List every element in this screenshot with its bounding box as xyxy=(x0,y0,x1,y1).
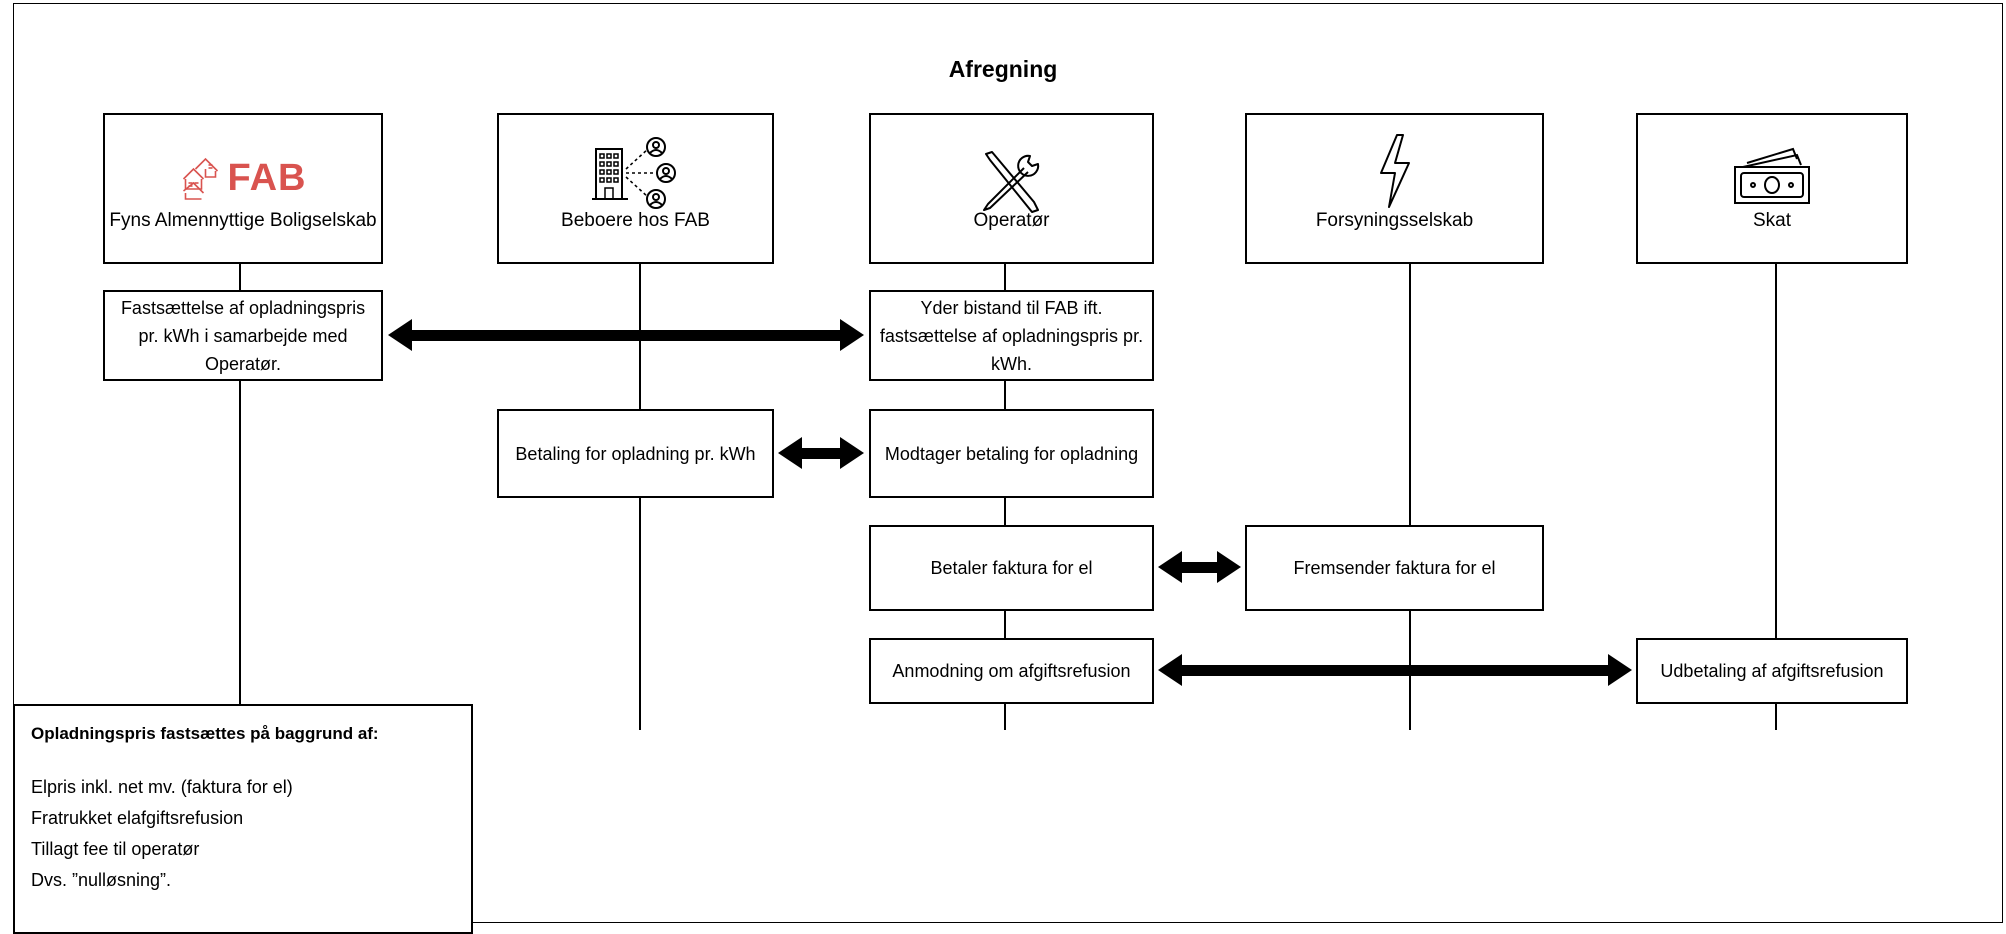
money-icon xyxy=(1731,147,1813,212)
pricing-note-heading: Opladningspris fastsættes på baggrund af… xyxy=(31,724,379,743)
actor-label-fab: Fyns Almennyttige Boligselskab xyxy=(109,210,377,231)
pricing-note-line: Tillagt fee til operatør xyxy=(31,839,200,859)
actor-skat: Skat xyxy=(1636,113,1908,264)
actor-operator: Operatør xyxy=(869,113,1154,264)
diagram-title: Afregning xyxy=(948,56,1058,82)
actor-label-skat: Skat xyxy=(1752,210,1792,231)
fab-logo-icon: FAB xyxy=(180,155,307,201)
step-skat-refund: Udbetaling af afgiftsrefusion xyxy=(1636,638,1908,704)
lightning-icon xyxy=(1375,133,1415,214)
pricing-note-line: Dvs. ”nulløsning”. xyxy=(31,870,172,890)
arrow-beboere-operator xyxy=(778,437,864,469)
building-residents-icon xyxy=(588,135,684,216)
step-operator-request-refund: Anmodning om afgiftsrefusion xyxy=(869,638,1154,704)
lifeline-forsyning xyxy=(1409,262,1411,730)
lifeline-fab xyxy=(239,262,241,712)
pricing-note-line: Fratrukket elafgiftsrefusion xyxy=(31,808,244,828)
actor-fab: FAB Fyns Almennyttige Boligselskab xyxy=(103,113,383,264)
step-beboere-pay: Betaling for opladning pr. kWh xyxy=(497,409,774,498)
actor-label-operator: Operatør xyxy=(973,210,1050,231)
arrow-fab-operator xyxy=(388,319,864,351)
actor-label-beboere: Beboere hos FAB xyxy=(561,210,710,231)
tools-icon xyxy=(980,150,1044,219)
step-operator-receive: Modtager betaling for opladning xyxy=(869,409,1154,498)
actor-forsyning: Forsyningsselskab xyxy=(1245,113,1544,264)
arrow-operator-forsyning xyxy=(1158,551,1241,583)
pricing-note-line: Elpris inkl. net mv. (faktura for el) xyxy=(31,777,293,797)
step-operator-pay-invoice: Betaler faktura for el xyxy=(869,525,1154,611)
step-operator-assist: Yder bistand til FAB ift. fastsættelse a… xyxy=(869,290,1154,381)
actor-label-forsyning: Forsyningsselskab xyxy=(1315,210,1474,231)
arrow-operator-skat xyxy=(1158,654,1632,686)
fab-houses-icon xyxy=(182,157,219,200)
step-forsyning-send-invoice: Fremsender faktura for el xyxy=(1245,525,1544,611)
fab-logo-text: FAB xyxy=(227,156,307,199)
actor-beboere: Beboere hos FAB xyxy=(497,113,774,264)
step-fab-price: Fastsættelse af opladningspris pr. kWh i… xyxy=(103,290,383,381)
lifeline-skat xyxy=(1775,262,1777,730)
pricing-note: Opladningspris fastsættes på baggrund af… xyxy=(13,704,473,934)
